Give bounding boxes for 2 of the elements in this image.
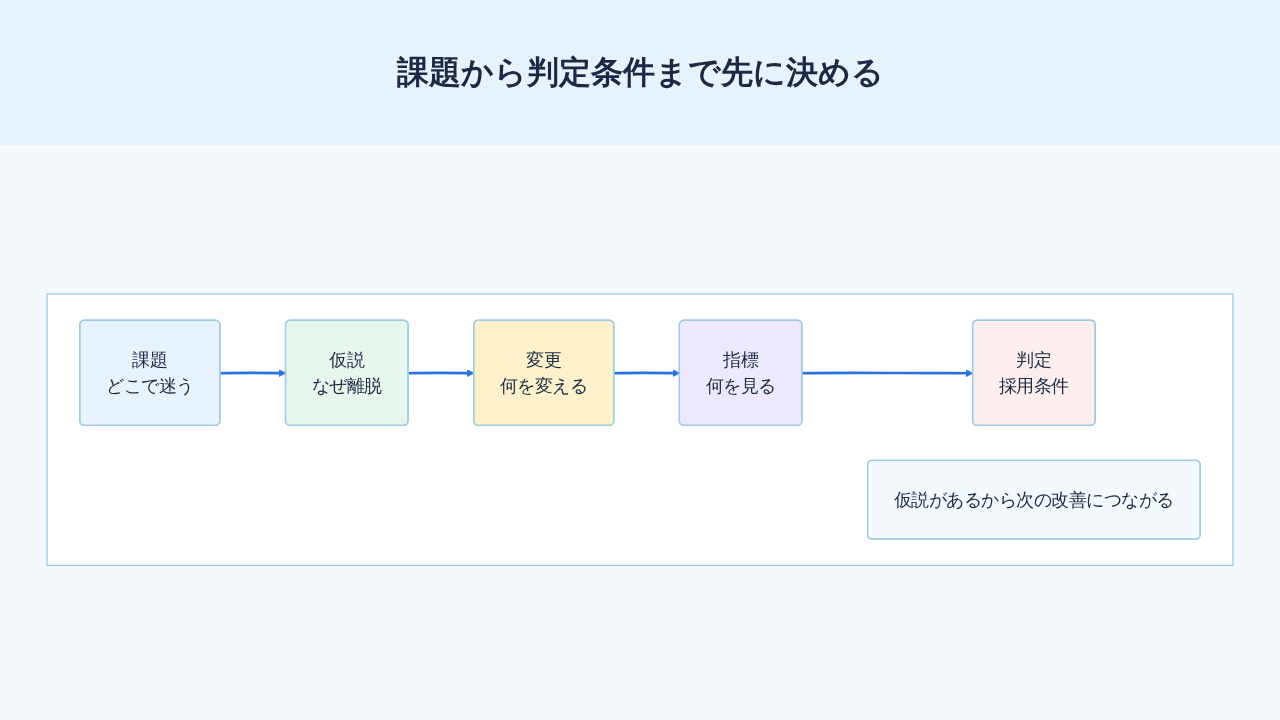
- cluster: [46, 293, 1234, 567]
- title: 課題から判定条件まで先に決める: [396, 51, 884, 93]
